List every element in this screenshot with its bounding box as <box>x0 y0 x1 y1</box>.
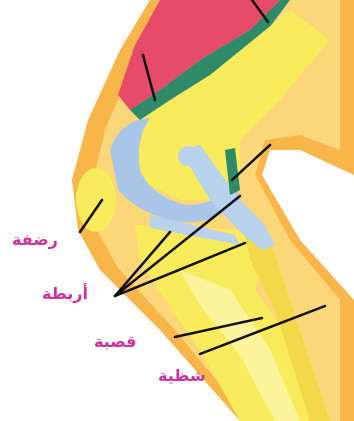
label-tibia: قصبة <box>94 332 136 351</box>
ligament-knob <box>178 146 198 166</box>
patella <box>76 168 116 232</box>
label-fibula: شظية <box>158 366 206 385</box>
label-ligaments: أربطة <box>42 284 88 303</box>
label-patella: رضفة <box>12 230 58 249</box>
